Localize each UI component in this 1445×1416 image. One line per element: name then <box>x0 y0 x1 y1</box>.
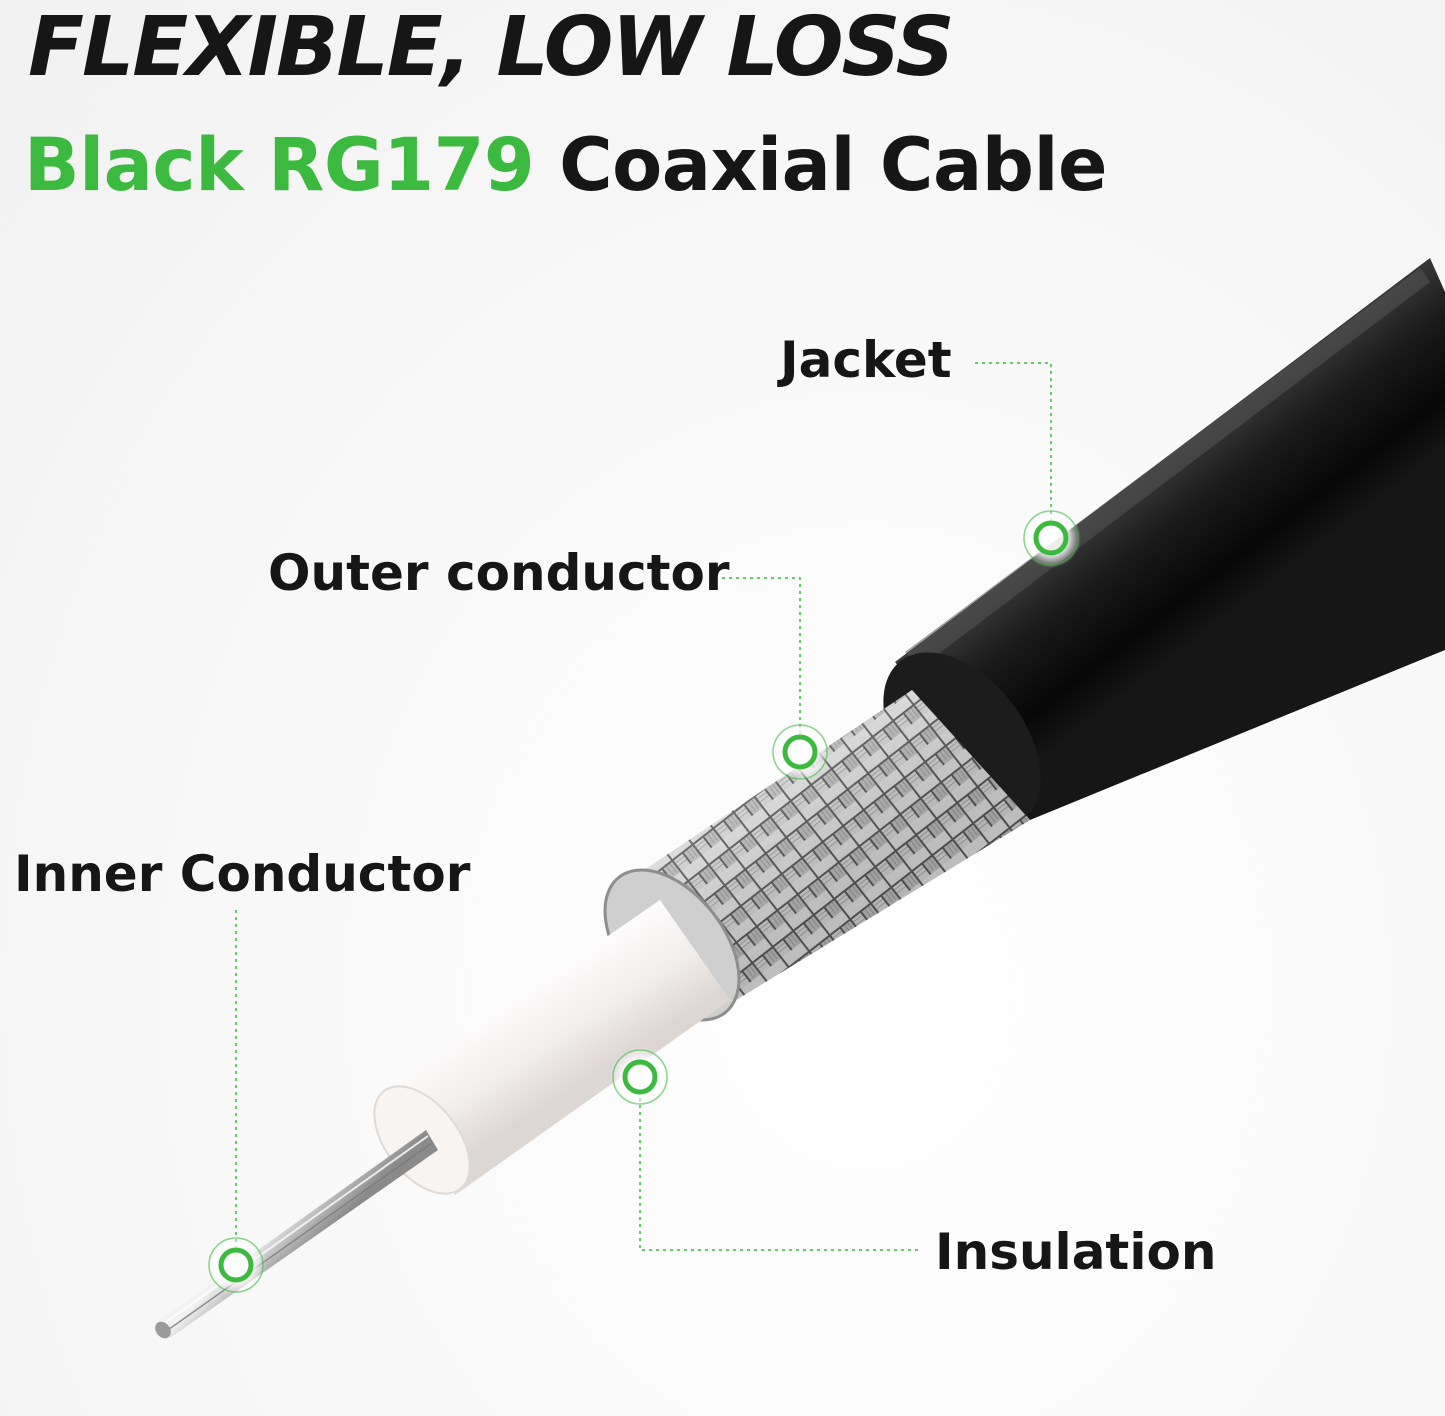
inner-conductor-wire <box>157 1130 438 1338</box>
jacket-body <box>895 258 1445 820</box>
wire-strand <box>164 1142 433 1333</box>
subheadline-rest: Coaxial Cable <box>534 123 1108 208</box>
leader-line-outer-conductor <box>722 577 801 752</box>
marker-jacket-icon <box>1021 508 1081 568</box>
marker-inner-conductor-icon <box>206 1235 266 1295</box>
label-outer-conductor: Outer conductor <box>268 544 730 602</box>
jacket-highlight <box>905 268 1430 668</box>
headline: FLEXIBLE, LOW LOSS <box>28 0 955 95</box>
wire-tip <box>155 1321 171 1339</box>
marker-outer-conductor-icon <box>770 722 830 782</box>
label-jacket: Jacket <box>780 331 952 389</box>
insulation-body <box>392 900 730 1195</box>
label-insulation: Insulation <box>935 1223 1217 1281</box>
leader-line-insulation <box>639 1077 918 1251</box>
wire-strand <box>161 1135 429 1326</box>
subheadline: Black RG179 Coaxial Cable <box>24 122 1108 210</box>
subheadline-accent: Black RG179 <box>24 123 535 208</box>
marker-insulation-icon <box>610 1047 670 1107</box>
label-inner-conductor: Inner Conductor <box>14 845 471 903</box>
